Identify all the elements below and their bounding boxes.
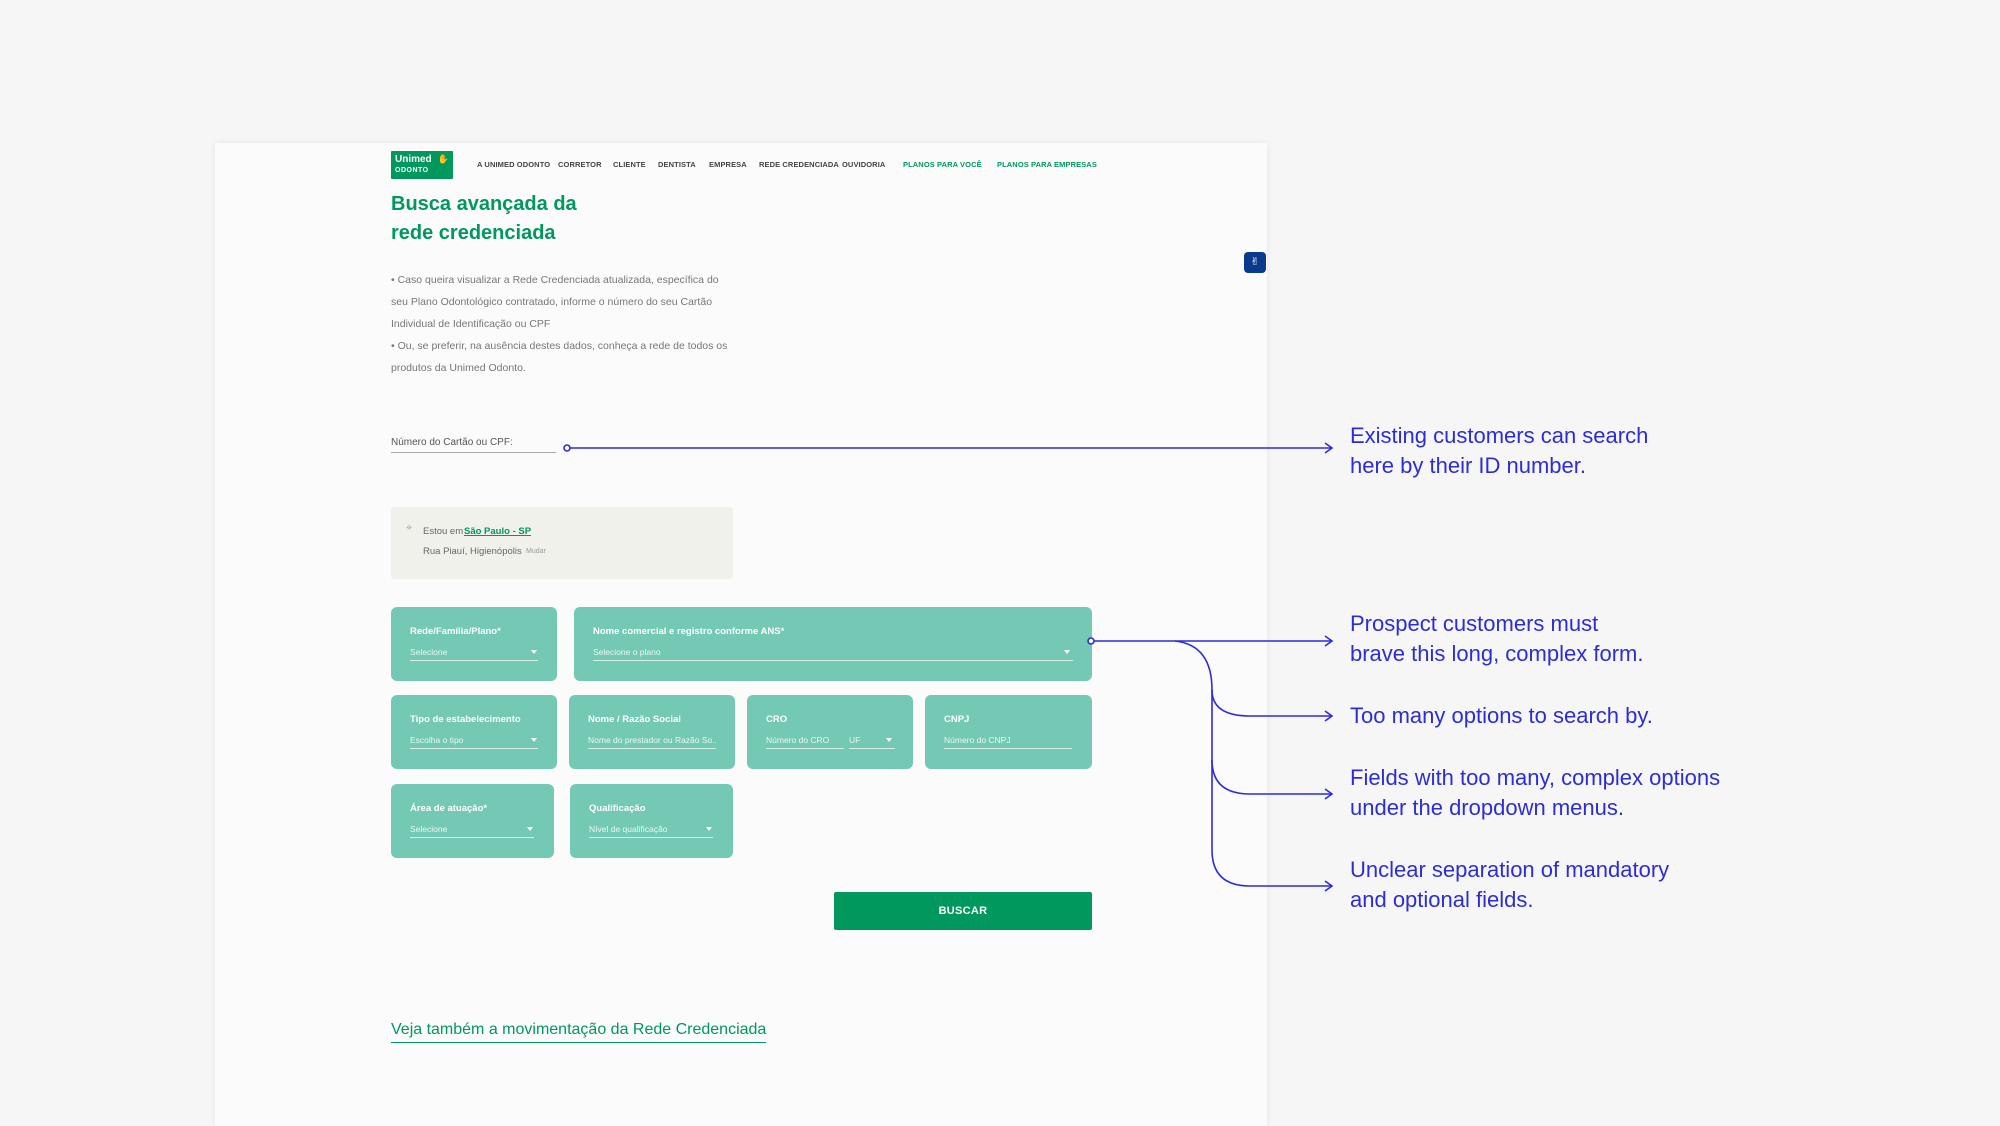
chevron-down-icon (706, 827, 712, 831)
rede-select[interactable]: Selecione (410, 647, 448, 657)
qualificacao-field[interactable]: Qualificação Nível de qualificação (570, 784, 733, 858)
cro-input[interactable]: Número do CRO (766, 735, 830, 745)
cnpj-input[interactable]: Número do CNPJ (944, 735, 1011, 745)
annotation-2: Prospect customers must brave this long,… (1350, 611, 1644, 666)
tipo-select[interactable]: Escolha o tipo (410, 735, 464, 745)
buscar-button[interactable]: BUSCAR (834, 892, 1092, 930)
annotation-arrow-5 (1324, 880, 1334, 892)
card-or-cpf-input[interactable] (391, 452, 556, 453)
card-or-cpf-label: Número do Cartão ou CPF: (391, 437, 513, 448)
tipo-estabelecimento-field[interactable]: Tipo de estabelecimento Escolha o tipo (391, 695, 557, 769)
annotation-dot-2 (1087, 637, 1095, 645)
accessibility-button[interactable]: ✌ (1244, 252, 1266, 273)
area-atuacao-field[interactable]: Área de atuação* Selecione (391, 784, 554, 858)
location-box: ⌖ Estou em São Paulo - SP Rua Piauí, Hig… (391, 507, 733, 579)
annotation-line-5 (1211, 849, 1332, 887)
nav-item-dentista[interactable]: DENTISTA (658, 160, 696, 169)
nav-item-planos-para-voce[interactable]: PLANOS PARA VOCÊ (903, 160, 982, 169)
annotation-line-3 (1174, 640, 1332, 717)
razao-social-field[interactable]: Nome / Razão Social Nome do prestador ou… (569, 695, 735, 769)
nav-item-a-unimed-odonto[interactable]: A UNIMED ODONTO (477, 160, 551, 169)
cnpj-field[interactable]: CNPJ Número do CNPJ (925, 695, 1092, 769)
nav-item-corretor[interactable]: CORRETOR (558, 160, 602, 169)
website-page: Unimed ODONTO ✋ A UNIMED ODONTO CORRETOR… (215, 143, 1267, 1126)
annotation-arrow-3 (1324, 710, 1334, 722)
annotation-dot-1 (563, 444, 571, 452)
razao-social-input[interactable]: Nome do prestador ou Razão So... (588, 735, 716, 745)
location-pin-icon: ⌖ (406, 522, 413, 534)
area-select[interactable]: Selecione (410, 824, 448, 834)
annotation-3: Too many options to search by. (1350, 703, 1653, 728)
annotation-5: Unclear separation of mandatory and opti… (1350, 857, 1670, 912)
qualificacao-select[interactable]: Nível de qualificação (589, 824, 668, 834)
cro-field[interactable]: CRO Número do CRO UF (747, 695, 913, 769)
unimed-odonto-logo[interactable]: Unimed ODONTO ✋ (391, 151, 453, 179)
annotation-arrow-2 (1324, 635, 1334, 647)
logo-hands-icon: ✋ (437, 154, 449, 164)
annotation-1: Existing customers can search here by th… (1350, 423, 1649, 478)
location-prefix: Estou em (423, 526, 464, 537)
change-location-link[interactable]: Mudar (526, 548, 546, 555)
chevron-down-icon (531, 738, 537, 742)
sign-language-icon: ✌ (1250, 256, 1260, 268)
annotation-arrow-1 (1324, 442, 1334, 454)
chevron-down-icon (1064, 650, 1070, 654)
see-also-link[interactable]: Veja também a movimentação da Rede Crede… (391, 1021, 767, 1043)
nav-item-rede-credenciada[interactable]: REDE CREDENCIADA (759, 160, 839, 169)
chevron-down-icon (531, 650, 537, 654)
location-city-link[interactable]: São Paulo - SP (464, 526, 532, 537)
plano-select[interactable]: Selecione o plano (593, 647, 661, 657)
location-address: Rua Piauí, Higienópolis (423, 546, 522, 557)
uf-select[interactable]: UF (849, 735, 861, 745)
page-description: • Caso queira visualizar a Rede Credenci… (391, 274, 728, 374)
nav-item-empresa[interactable]: EMPRESA (709, 160, 747, 169)
nav-item-cliente[interactable]: CLIENTE (613, 160, 646, 169)
page-title: Busca avançada da rede credenciada (391, 193, 577, 244)
nav-item-ouvidoria[interactable]: OUVIDORIA (842, 160, 886, 169)
annotation-4: Fields with too many, complex options un… (1350, 765, 1721, 820)
nav-item-planos-para-empresas[interactable]: PLANOS PARA EMPRESAS (997, 160, 1097, 169)
annotation-arrow-4 (1324, 788, 1334, 800)
chevron-down-icon (886, 738, 892, 742)
rede-familia-plano-field[interactable]: Rede/Família/Plano* Selecione (391, 607, 557, 681)
nome-comercial-field[interactable]: Nome comercial e registro conforme ANS* … (574, 607, 1092, 681)
chevron-down-icon (527, 827, 533, 831)
annotation-line-4 (1211, 759, 1332, 795)
